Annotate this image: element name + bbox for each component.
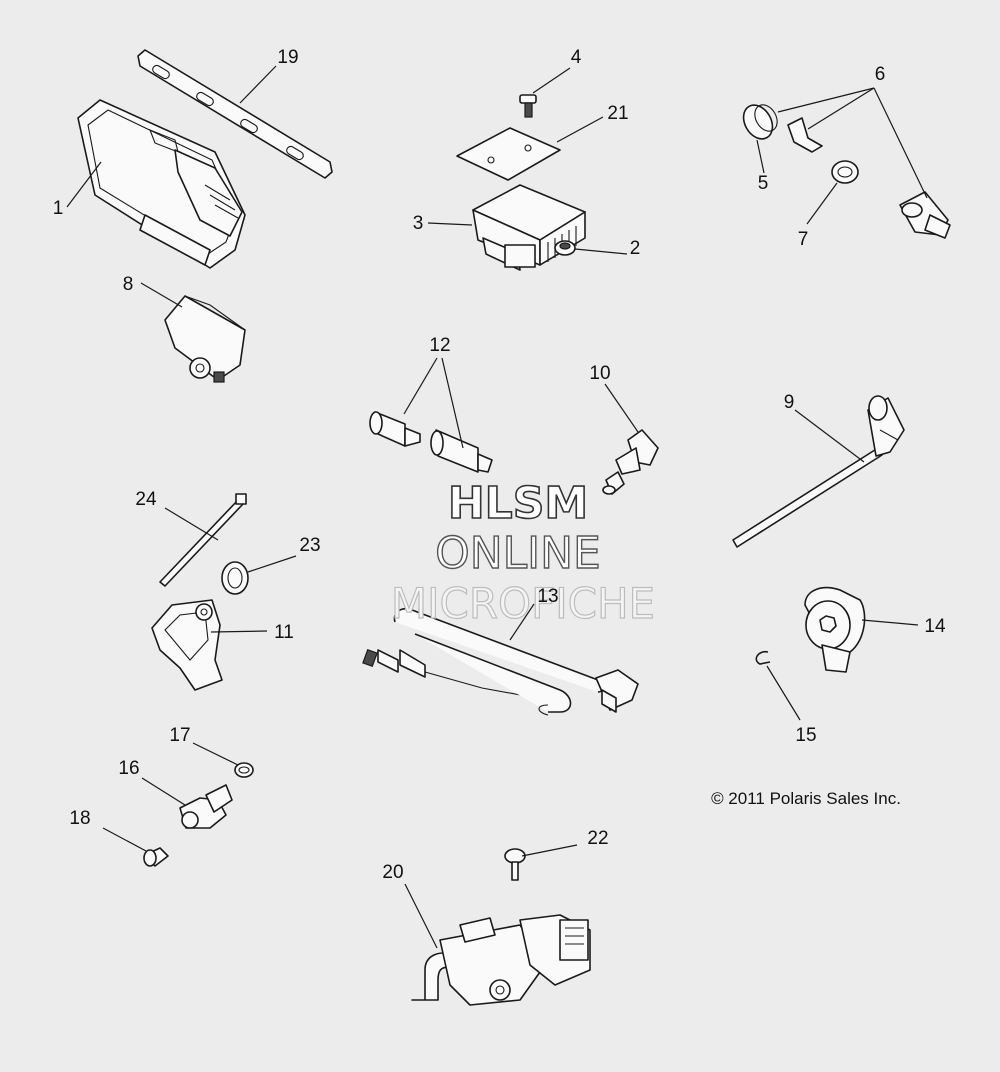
callout-15: 15 [795,725,816,746]
part-20-valve-assembly [411,914,591,1006]
callout-13: 13 [537,586,558,607]
callout-18: 18 [69,808,90,829]
callout-9: 9 [784,392,795,413]
callout-20: 20 [382,862,403,883]
part-22-screw [504,848,526,881]
callout-22: 22 [587,828,608,849]
watermark-line-2: ONLINE [435,528,601,579]
callout-10: 10 [589,363,610,384]
part-6-clip [787,117,823,153]
callout-3: 3 [413,213,424,234]
callout-numbers: 19 1 4 21 3 2 6 5 7 8 12 10 9 24 23 13 1… [53,47,946,883]
part-8-map-sensor [164,295,246,383]
callout-11: 11 [274,622,294,643]
callout-23: 23 [299,535,320,556]
part-1-ecu [77,99,246,269]
callout-5: 5 [758,173,769,194]
part-4-bolt [519,94,537,118]
part-14-knock-sensor [804,586,866,673]
part-2-cap [554,240,576,256]
callout-16: 16 [118,758,139,779]
callout-7: 7 [798,229,809,250]
part-16-speed-sensor [179,784,233,829]
watermark: HLSM ONLINE MICROFICHE [390,477,655,628]
part-21-plate [456,127,561,181]
copyright-notice: © 2011 Polaris Sales Inc. [711,789,901,808]
part-24-cable-tie [159,493,247,587]
callout-21: 21 [607,103,628,124]
part-3-controller [472,184,586,271]
part-11-tps [151,599,223,691]
part-9-cable-sensor [732,395,905,548]
part-23-o-ring [221,561,249,595]
part-13-harness [362,607,639,716]
callout-24: 24 [135,489,157,510]
callout-12: 12 [429,335,450,356]
watermark-line-3: MICROFICHE [391,579,655,628]
callout-14: 14 [924,616,946,637]
watermark-line-1: HLSM [448,478,588,529]
callout-4: 4 [571,47,582,68]
callout-1: 1 [53,198,64,219]
part-10-temp-sensor [602,429,659,495]
part-19-bracket [137,49,333,179]
part-15-clip [755,650,771,665]
part-6-sensor [899,191,951,239]
part-18-bolt [143,847,169,867]
callout-17: 17 [169,725,190,746]
part-5-plug [742,104,778,140]
part-7-nut [831,160,859,184]
callout-6: 6 [875,64,886,85]
callout-19: 19 [277,47,298,68]
part-17-o-ring [234,762,254,778]
part-12-fuse-holders [369,411,493,473]
leader-lines [66,65,928,949]
callout-2: 2 [630,238,641,259]
callout-8: 8 [123,274,134,295]
